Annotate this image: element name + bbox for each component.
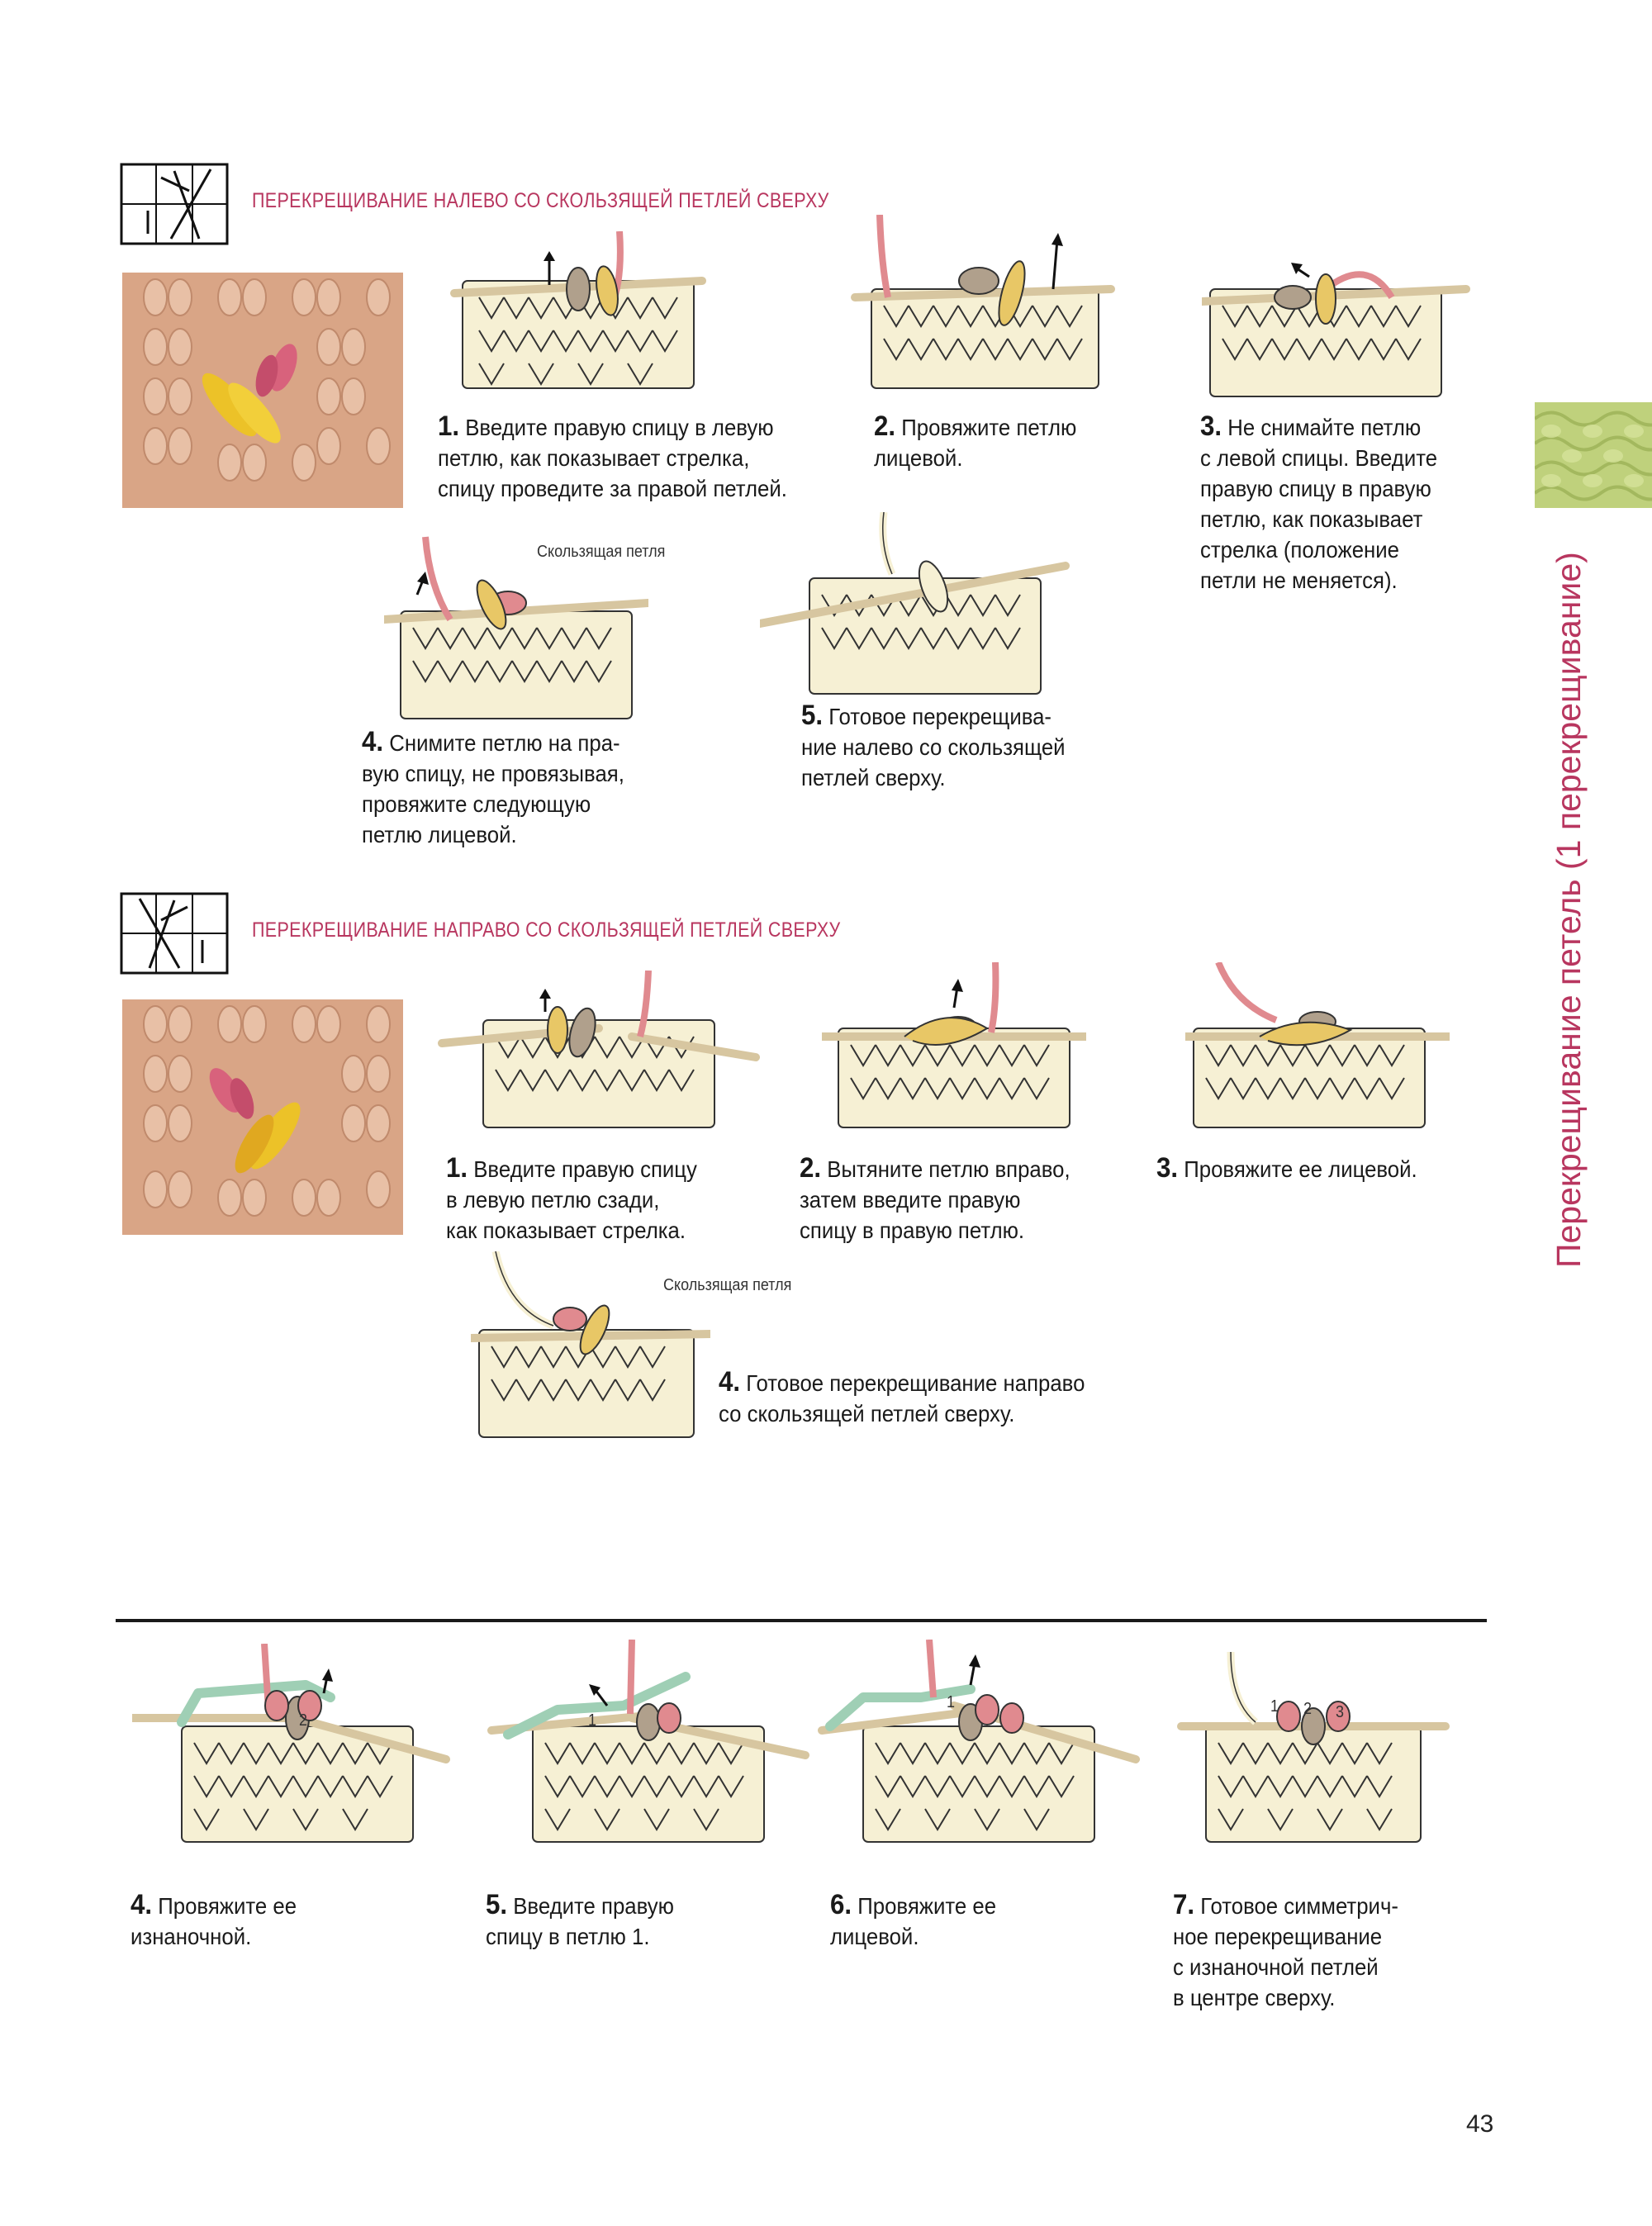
illustration-step-2-3 (1181, 961, 1454, 1136)
step-text-1-5: 5. Готовое перекрещива- ние налево со ск… (801, 700, 1066, 791)
step-text-1-1: 1. Введите правую спицу в левую петлю, к… (438, 411, 787, 502)
step-text-1-3: 3. Не снимайте петлю с левой спицы. Введ… (1200, 411, 1438, 594)
illustration-step-1-4 (380, 529, 653, 727)
loop-number-a1: 2 (299, 1711, 308, 1730)
illustration-step-1-5 (756, 511, 1074, 702)
swatch-photo-right-cross (122, 999, 403, 1235)
step-text-3-5: 5. Введите правую спицу в петлю 1. (486, 1889, 674, 1950)
step-text-2-3: 3. Провяжите ее лицевой. (1156, 1152, 1417, 1184)
slip-stitch-label-1: Скользящая петля (537, 543, 666, 561)
loop-number-d1: 1 (1270, 1697, 1279, 1716)
loop-number-b1: 1 (588, 1711, 597, 1730)
step-text-1-2: 2. Провяжите петлю лицевой. (874, 411, 1077, 472)
loop-number-c1: 1 (947, 1693, 956, 1711)
illustration-step-1-3 (1198, 240, 1474, 405)
step-text-3-4: 4. Провяжите ее изнаночной. (131, 1889, 297, 1950)
illustration-step-3-5 (483, 1639, 814, 1850)
chart-symbol-left-cross-icon (120, 163, 229, 245)
loop-number-d3: 3 (1336, 1703, 1345, 1721)
illustration-step-3-7 (1173, 1651, 1454, 1850)
step-text-2-1: 1. Введите правую спицу в левую петлю сз… (446, 1152, 697, 1244)
chart-symbol-right-cross-icon (120, 892, 229, 975)
page-number: 43 (1466, 2110, 1494, 2138)
illustration-step-1-1 (446, 230, 710, 405)
section-divider (116, 1619, 1487, 1622)
section-title-right-cross: ПЕРЕКРЕЩИВАНИЕ НАПРАВО СО СКОЛЬЗЯЩЕЙ ПЕТ… (252, 918, 841, 942)
illustration-step-3-4 (128, 1643, 463, 1850)
illustration-step-1-2 (847, 214, 1119, 405)
step-text-1-4: 4. Снимите петлю на пра- вую спицу, не п… (362, 726, 624, 848)
illustration-step-3-6 (814, 1639, 1144, 1850)
section-title-left-cross: ПЕРЕКРЕЩИВАНИЕ НАЛЕВО СО СКОЛЬЗЯЩЕЙ ПЕТЛ… (252, 189, 829, 212)
slip-stitch-label-2: Скользящая петля (663, 1276, 792, 1294)
side-tab-swatch (1535, 402, 1652, 508)
side-tab-title: Перекрещивание петель (1 перекрещивание) (1550, 552, 1588, 1268)
loop-number-d2: 2 (1303, 1700, 1313, 1718)
step-text-3-6: 6. Провяжите ее лицевой. (830, 1889, 997, 1950)
step-text-2-2: 2. Вытяните петлю вправо, затем введите … (800, 1152, 1070, 1244)
step-text-3-7: 7. Готовое симметрич- ное перекрещивание… (1173, 1889, 1398, 2011)
illustration-step-2-2 (818, 961, 1090, 1136)
illustration-step-2-1 (434, 970, 764, 1136)
illustration-step-2-4 (467, 1251, 714, 1441)
step-text-2-4: 4. Готовое перекрещивание направо со ско… (719, 1366, 1085, 1427)
swatch-photo-left-cross (122, 273, 403, 508)
